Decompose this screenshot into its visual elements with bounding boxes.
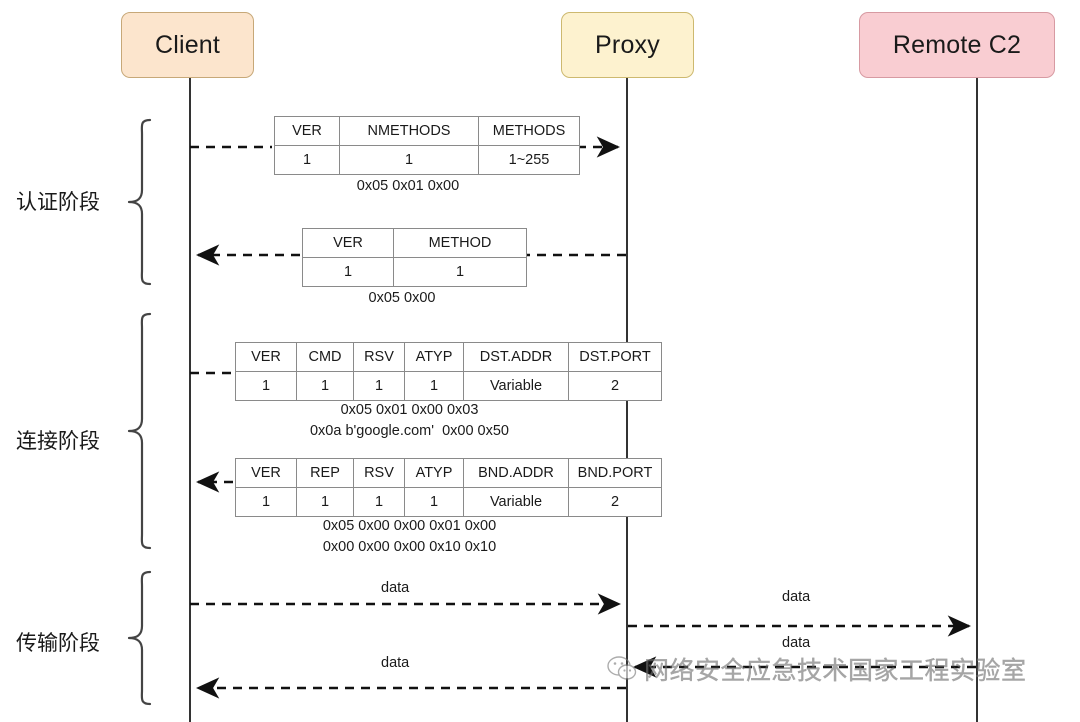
table-row: 1 1 1 1 Variable 2 bbox=[235, 371, 662, 401]
table-row: 1 1 1~255 bbox=[274, 145, 580, 175]
table-cell: 1 bbox=[274, 145, 340, 175]
table-row: VER METHOD bbox=[302, 228, 527, 258]
actor-proxy-label: Proxy bbox=[595, 30, 660, 59]
actor-client: Client bbox=[121, 12, 254, 78]
table-cell: 1 bbox=[353, 487, 405, 517]
table-cell: 1 bbox=[404, 487, 464, 517]
table-row: VER NMETHODS METHODS bbox=[274, 116, 580, 146]
message-label-data-proxy-remote: data bbox=[782, 589, 811, 605]
caption-connect-request: 0x05 0x01 0x00 0x03 0x0a b'google.com' 0… bbox=[309, 402, 509, 440]
brace-authentication-phase bbox=[127, 118, 152, 286]
caption-auth-response: 0x05 0x00 bbox=[368, 290, 436, 306]
table-row: 1 1 1 1 Variable 2 bbox=[235, 487, 662, 517]
table-cell: CMD bbox=[296, 342, 354, 372]
table-cell: 1~255 bbox=[478, 145, 580, 175]
table-cell: ATYP bbox=[404, 342, 464, 372]
table-cell: 1 bbox=[353, 371, 405, 401]
actor-remote: Remote C2 bbox=[859, 12, 1055, 78]
phase-label-connection: 连接阶段 bbox=[16, 430, 100, 453]
actor-remote-label: Remote C2 bbox=[892, 30, 1022, 59]
actor-proxy: Proxy bbox=[561, 12, 694, 78]
table-cell: 2 bbox=[568, 487, 662, 517]
table-cell: RSV bbox=[353, 458, 405, 488]
table-cell: Variable bbox=[463, 487, 569, 517]
brace-transmission-phase bbox=[127, 570, 152, 706]
table-cell: REP bbox=[296, 458, 354, 488]
table-cell: BND.PORT bbox=[568, 458, 662, 488]
message-label-data-proxy-client: data bbox=[381, 655, 410, 671]
caption-auth-request: 0x05 0x01 0x00 bbox=[356, 178, 460, 194]
brace-connection-phase bbox=[127, 312, 152, 550]
table-cell: 1 bbox=[339, 145, 479, 175]
table-cell: 2 bbox=[568, 371, 662, 401]
table-cell: DST.ADDR bbox=[463, 342, 569, 372]
message-label-data-client-proxy: data bbox=[381, 580, 410, 596]
table-row: VER REP RSV ATYP BND.ADDR BND.PORT bbox=[235, 458, 662, 488]
table-cell: Variable bbox=[463, 371, 569, 401]
message-label-data-remote-proxy: data bbox=[782, 635, 811, 651]
table-cell: 1 bbox=[296, 487, 354, 517]
caption-connect-response: 0x05 0x00 0x00 0x01 0x00 0x00 0x00 0x00 … bbox=[322, 518, 497, 556]
table-cell: NMETHODS bbox=[339, 116, 479, 146]
lifeline-client bbox=[189, 78, 191, 722]
table-cell: VER bbox=[302, 228, 394, 258]
packet-table-connect-response: VER REP RSV ATYP BND.ADDR BND.PORT 1 1 1… bbox=[235, 458, 662, 517]
table-cell: METHODS bbox=[478, 116, 580, 146]
table-cell: BND.ADDR bbox=[463, 458, 569, 488]
table-cell: ATYP bbox=[404, 458, 464, 488]
table-cell: 1 bbox=[235, 371, 297, 401]
packet-table-connect-request: VER CMD RSV ATYP DST.ADDR DST.PORT 1 1 1… bbox=[235, 342, 662, 401]
table-cell: 1 bbox=[302, 257, 394, 287]
table-cell: VER bbox=[274, 116, 340, 146]
actor-client-label: Client bbox=[154, 30, 221, 59]
table-cell: 1 bbox=[296, 371, 354, 401]
table-cell: RSV bbox=[353, 342, 405, 372]
table-row: VER CMD RSV ATYP DST.ADDR DST.PORT bbox=[235, 342, 662, 372]
phase-label-authentication: 认证阶段 bbox=[16, 191, 100, 214]
table-cell: METHOD bbox=[393, 228, 527, 258]
table-cell: DST.PORT bbox=[568, 342, 662, 372]
packet-table-auth-response: VER METHOD 1 1 bbox=[302, 228, 527, 287]
table-cell: VER bbox=[235, 342, 297, 372]
packet-table-auth-request: VER NMETHODS METHODS 1 1 1~255 bbox=[274, 116, 580, 175]
table-row: 1 1 bbox=[302, 257, 527, 287]
table-cell: 1 bbox=[235, 487, 297, 517]
phase-label-transmission: 传输阶段 bbox=[16, 632, 100, 655]
table-cell: 1 bbox=[404, 371, 464, 401]
table-cell: 1 bbox=[393, 257, 527, 287]
lifeline-remote bbox=[976, 78, 978, 722]
table-cell: VER bbox=[235, 458, 297, 488]
